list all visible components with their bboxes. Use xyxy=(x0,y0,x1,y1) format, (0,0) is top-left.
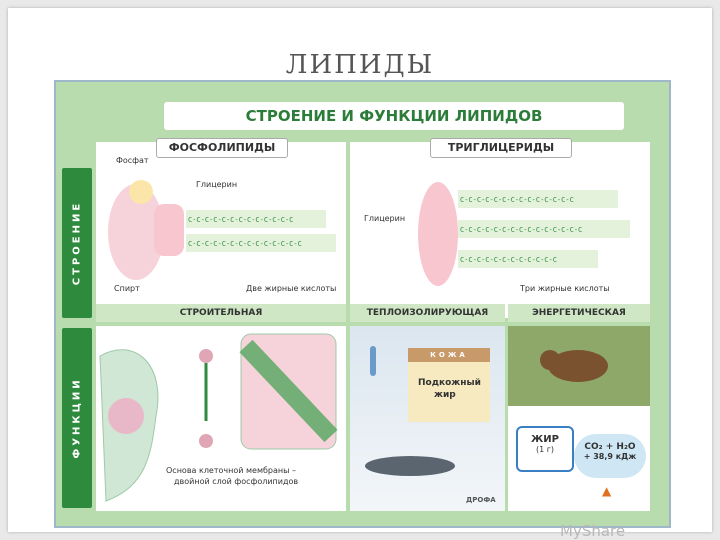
fatty-acid-chain-2: C-C-C-C-C-C-C-C-C-C-C-C-C-C xyxy=(186,234,336,252)
subcutaneous-fat-line-2: жир xyxy=(434,390,456,400)
phosphate-label: Фосфат xyxy=(116,156,149,165)
fat-box: ЖИР (1 г) xyxy=(516,426,574,472)
products-text: CO₂ + H₂O xyxy=(584,442,636,452)
two-fatty-acids-label: Две жирные кислоты xyxy=(246,284,337,293)
tri-fatty-acid-chain-2: C-C-C-C-C-C-C-C-C-C-C-C-C-C-C xyxy=(458,220,630,238)
side-label-structure-text: СТРОЕНИЕ xyxy=(71,200,83,286)
slide-title: ЛИПИДЫ xyxy=(285,50,435,80)
poster: СТРОЕНИЕ И ФУНКЦИИ ЛИПИДОВ СТРОЕНИЕ ФУНК… xyxy=(54,80,671,528)
skin-label: КОЖА xyxy=(408,348,490,362)
triglyceride-structure-diagram: C-C-C-C-C-C-C-C-C-C-C-C-C-C C-C-C-C-C-C-… xyxy=(418,182,630,286)
membrane-caption-line-2: двойной слой фосфолипидов xyxy=(174,477,299,486)
publisher-logo: ДРОФА xyxy=(466,496,496,504)
phospholipid-structure-diagram: C-C-C-C-C-C-C-C-C-C-C-C-C C-C-C-C-C-C-C-… xyxy=(108,180,336,280)
poster-title: СТРОЕНИЕ И ФУНКЦИИ ЛИПИДОВ xyxy=(164,102,624,130)
flame-icon: ▲ xyxy=(602,484,612,498)
tri-fatty-acid-chain-3: C-C-C-C-C-C-C-C-C-C-C-C xyxy=(458,250,598,268)
fat-layer xyxy=(408,362,490,422)
energy-value: + 38,9 кДж xyxy=(583,452,637,461)
membrane-caption-line-1: Основа клеточной мембраны – xyxy=(166,466,296,475)
bear-illustration xyxy=(508,326,650,406)
energy-function-panel: ЖИР (1 г) CO₂ + H₂O + 38,9 кДж ▲ xyxy=(508,326,650,511)
function-energy-label: ЭНЕРГЕТИЧЕСКАЯ xyxy=(508,304,650,322)
alcohol-label: Спирт xyxy=(114,284,140,293)
glycerol-label: Глицерин xyxy=(196,180,238,189)
svg-text:C-C-C-C-C-C-C-C-C-C-C-C-C-C: C-C-C-C-C-C-C-C-C-C-C-C-C-C xyxy=(460,196,574,204)
triglycerides-panel: ТРИГЛИЦЕРИДЫ C-C-C-C-C-C-C-C-C-C-C-C-C-C… xyxy=(350,138,650,318)
seal-illustration xyxy=(365,346,455,476)
svg-text:C-C-C-C-C-C-C-C-C-C-C-C-C-C: C-C-C-C-C-C-C-C-C-C-C-C-C-C xyxy=(188,240,302,248)
svg-text:C-C-C-C-C-C-C-C-C-C-C-C: C-C-C-C-C-C-C-C-C-C-C-C xyxy=(460,256,557,264)
triglycerides-header: ТРИГЛИЦЕРИДЫ xyxy=(430,138,572,158)
svg-text:C-C-C-C-C-C-C-C-C-C-C-C-C-C-C: C-C-C-C-C-C-C-C-C-C-C-C-C-C-C xyxy=(460,226,582,234)
structural-function-panel: Основа клеточной мембраны – двойной слой… xyxy=(96,326,346,511)
tri-fatty-acid-chain-1: C-C-C-C-C-C-C-C-C-C-C-C-C-C xyxy=(458,190,618,208)
fat-label: ЖИР xyxy=(531,434,559,445)
function-structural-label: СТРОИТЕЛЬНАЯ xyxy=(96,304,346,322)
function-insulating-label: ТЕПЛОИЗОЛИРУЮЩАЯ xyxy=(350,304,505,322)
fatty-acid-chain-1: C-C-C-C-C-C-C-C-C-C-C-C-C xyxy=(186,210,326,228)
insulating-function-panel: КОЖА Подкожный жир xyxy=(350,326,505,511)
three-fatty-acids-label: Три жирные кислоты xyxy=(520,284,610,293)
subcutaneous-fat-line-1: Подкожный xyxy=(418,378,481,388)
phospholipids-header: ФОСФОЛИПИДЫ xyxy=(156,138,288,158)
products-bubble: CO₂ + H₂O + 38,9 кДж xyxy=(574,434,646,478)
side-label-functions: ФУНКЦИИ xyxy=(62,328,92,508)
side-label-structure: СТРОЕНИЕ xyxy=(62,168,92,318)
fat-amount: (1 г) xyxy=(535,445,555,454)
tri-glycerol-label: Глицерин xyxy=(364,214,406,223)
svg-text:C-C-C-C-C-C-C-C-C-C-C-C-C: C-C-C-C-C-C-C-C-C-C-C-C-C xyxy=(188,216,293,224)
side-label-functions-text: ФУНКЦИИ xyxy=(71,377,83,459)
watermark: MyShare xyxy=(560,522,626,540)
cell-membrane-illustration xyxy=(99,333,338,502)
phospholipids-panel: ФОСФОЛИПИДЫ C-C-C-C-C-C-C-C-C-C-C-C-C C-… xyxy=(96,138,346,318)
